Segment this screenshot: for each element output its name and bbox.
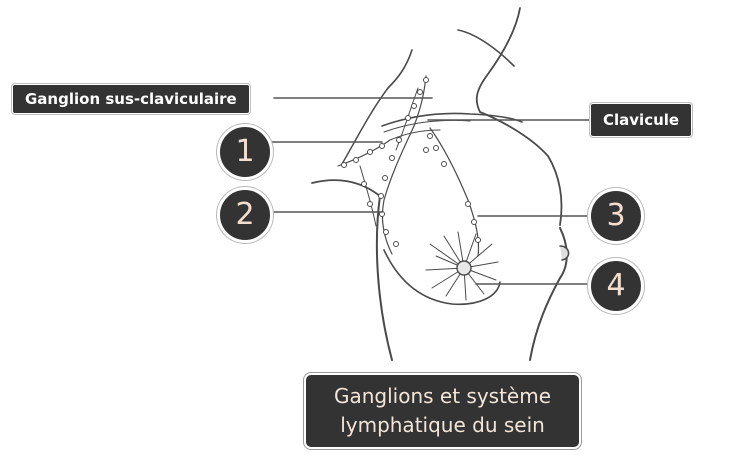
- chin-outline: [457, 29, 515, 67]
- marker-4: 4: [588, 258, 644, 314]
- marker-2: 2: [217, 187, 273, 243]
- areola: [456, 260, 472, 276]
- marker-1: 1: [217, 124, 273, 180]
- label-clavicle: Clavicule: [590, 103, 693, 137]
- clavicle-bone: [381, 112, 523, 127]
- arm-outline: [375, 195, 393, 361]
- armpit-outline: [311, 179, 381, 197]
- shoulder-left-outline: [341, 87, 389, 165]
- breast-right-outline: [529, 227, 568, 361]
- lymph-vessel-axillary: [381, 75, 427, 255]
- label-supraclavicular-node: Ganglion sus-claviculaire: [12, 84, 250, 114]
- diagram-caption: Ganglions et système lymphatique du sein: [304, 373, 581, 449]
- marker-3: 3: [588, 188, 644, 244]
- breast-lower-outline: [383, 249, 501, 306]
- neck-shoulder-right-outline: [475, 7, 563, 226]
- lymph-nodes: [341, 77, 481, 247]
- nipple: [559, 245, 570, 261]
- caption-line-2: lymphatique du sein: [340, 413, 545, 437]
- caption-line-1: Ganglions et système: [333, 384, 552, 408]
- neck-left-outline: [387, 49, 413, 89]
- lymph-vessel-pectoral: [359, 165, 377, 227]
